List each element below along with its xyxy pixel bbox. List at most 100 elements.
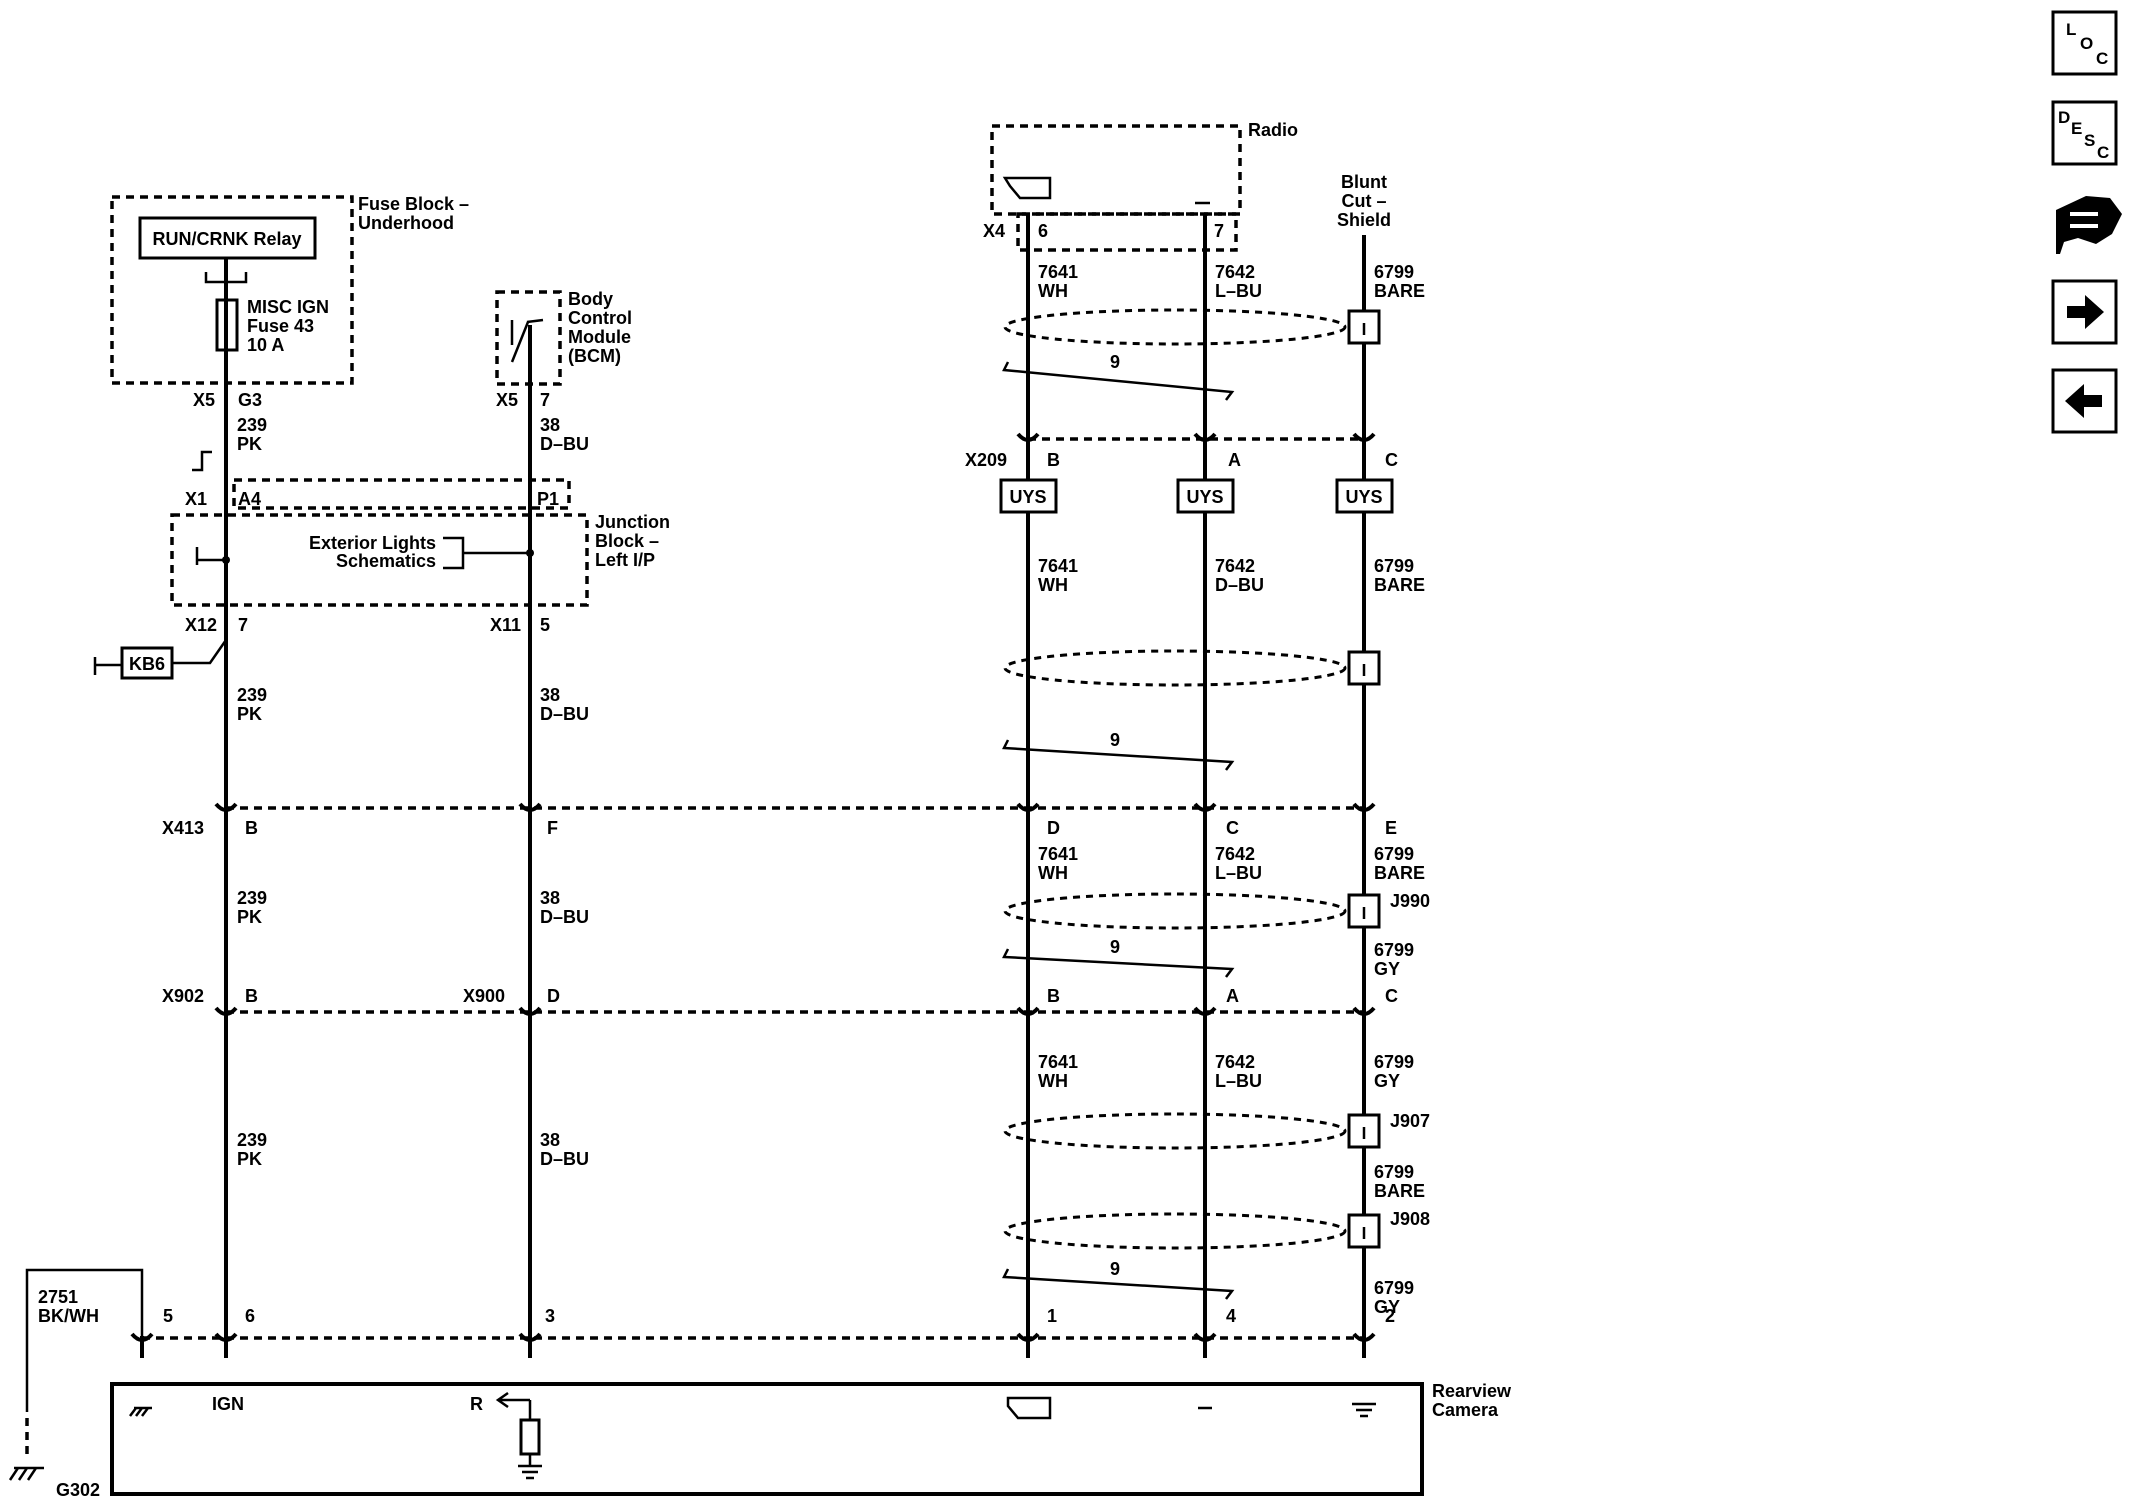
- loc-button-frame[interactable]: [2051, 10, 2118, 76]
- wire-label: 6799: [1374, 1162, 1414, 1182]
- bcm-connector-x5: X5: [496, 390, 518, 410]
- camera-pin-r: R: [470, 1394, 483, 1414]
- radio-pin-7: 7: [1214, 221, 1224, 241]
- x413-pin-e: E: [1385, 818, 1397, 838]
- fb-connector-x5: X5: [193, 390, 215, 410]
- wire-label: 239: [237, 685, 267, 705]
- wire-label: 7642: [1215, 556, 1255, 576]
- wire-label: 38: [540, 415, 560, 435]
- jb-connector-x1: X1: [185, 489, 207, 509]
- twist-marker: [1002, 948, 1235, 978]
- bcm-label-1: Body: [568, 289, 613, 309]
- connector-cavity-symbols: [214, 802, 1376, 812]
- wire-label: 38: [540, 888, 560, 908]
- camera-pin-ign: IGN: [212, 1394, 244, 1414]
- bcm-pin-7: 7: [540, 390, 550, 410]
- radio-outline: [990, 124, 1242, 216]
- kb6-label: KB6: [129, 654, 165, 674]
- desc-letter: S: [2084, 131, 2095, 150]
- wire-label: 38: [540, 1130, 560, 1150]
- connector-cavity-symbols: [214, 1006, 1376, 1016]
- wire-label: PK: [237, 434, 262, 454]
- x413-label: X413: [162, 818, 204, 838]
- uys-splices: UYS UYS UYS: [999, 478, 1394, 514]
- wire-label-2751: 2751: [38, 1287, 78, 1307]
- fuse-block-underhood: Fuse Block – Underhood RUN/CRNK Relay MI…: [110, 194, 469, 410]
- x209-pin-a: A: [1228, 450, 1241, 470]
- connector-x209: X209 B A C: [965, 432, 1398, 470]
- x900-pin-c: C: [1385, 986, 1398, 1006]
- wire-label: 7641: [1038, 1052, 1078, 1072]
- input-arrow-icon: [495, 1391, 530, 1409]
- jb-connector-x12: X12: [185, 615, 217, 635]
- jb-connector-x11: X11: [490, 615, 521, 635]
- camera-pin-2: 2: [1385, 1306, 1395, 1326]
- prev-page-button[interactable]: [2051, 368, 2118, 434]
- chassis-ground-icon: [129, 1406, 152, 1417]
- blunt-cut-label-1: Blunt: [1341, 172, 1387, 192]
- connector-cavity-symbols: [1016, 432, 1376, 442]
- jb-off-page-arrows: [192, 450, 226, 565]
- wire-label: BARE: [1374, 1181, 1425, 1201]
- uys-box: [1335, 478, 1394, 514]
- jb-x12-pin: 7: [238, 615, 248, 635]
- wire-label: 239: [237, 888, 267, 908]
- wire-labels-7642: 7642 L–BU 7642 D–BU 7642 L–BU 7642 L–BU: [1215, 262, 1264, 1091]
- twist-marker: [1002, 739, 1235, 771]
- wire-label: L–BU: [1215, 863, 1262, 883]
- radio-pin-6: 6: [1038, 221, 1048, 241]
- wire-label: 7641: [1038, 844, 1078, 864]
- wire-label: D–BU: [540, 434, 589, 454]
- wire-label: 6799: [1374, 556, 1414, 576]
- wires: [25, 214, 1366, 1455]
- nav-loc-button[interactable]: L O C: [2051, 10, 2118, 76]
- camera-label-2: Camera: [1432, 1400, 1499, 1420]
- kb6-wire: [172, 639, 228, 665]
- x413-pin-c: C: [1226, 818, 1239, 838]
- wire-label: 7642: [1215, 1052, 1255, 1072]
- twist-count: 9: [1110, 730, 1120, 750]
- radio-connector-x4: X4: [983, 221, 1005, 241]
- ext-lights-label-2: Schematics: [336, 551, 436, 571]
- desc-letter: C: [2097, 143, 2109, 162]
- connector-x902-x900: X902 B X900 D B A C: [162, 986, 1398, 1016]
- connector-cavity-symbols: [130, 1332, 1376, 1342]
- connector-x413: X413 B F D C E: [162, 802, 1397, 838]
- connector-tool-icon[interactable]: [2056, 196, 2122, 254]
- loc-letter: O: [2080, 34, 2093, 53]
- fuse-block-label-1: Fuse Block –: [358, 194, 469, 214]
- wire-label-bkwh: BK/WH: [38, 1306, 99, 1326]
- blunt-cut-label-2: Cut –: [1342, 191, 1387, 211]
- splice-j908: J908: [1390, 1209, 1430, 1229]
- wire-label: D–BU: [540, 1149, 589, 1169]
- video-signal-icon: [1002, 176, 1052, 200]
- wire-label: PK: [237, 704, 262, 724]
- resistor-ground-icon: [518, 1400, 542, 1480]
- desc-letter: D: [2058, 108, 2070, 127]
- jb-x11-pin: 5: [540, 615, 550, 635]
- camera-pin-5: 5: [163, 1306, 173, 1326]
- fuse-label-1: MISC IGN: [247, 297, 329, 317]
- wire-label: 6799: [1374, 844, 1414, 864]
- wire-label: 239: [237, 1130, 267, 1150]
- next-page-button[interactable]: [2051, 279, 2118, 345]
- fuse-block-label-2: Underhood: [358, 213, 454, 233]
- wire-label: GY: [1374, 1297, 1400, 1317]
- x900-pin-a: A: [1226, 986, 1239, 1006]
- nav-desc-button[interactable]: D E S C: [2051, 100, 2118, 166]
- camera-pin-4: 4: [1226, 1306, 1236, 1326]
- kb6-box: [120, 646, 174, 680]
- desc-button-frame[interactable]: [2051, 100, 2118, 166]
- twist-marker: [1002, 1268, 1235, 1300]
- wire-labels-38: 38 D–BU 38 D–BU 38 D–BU 38 D–BU: [540, 415, 589, 1169]
- bcm-label-4: (BCM): [568, 346, 621, 366]
- fb-pin-g3: G3: [238, 390, 262, 410]
- x413-pin-f: F: [547, 818, 558, 838]
- fuse-block-outline: [110, 195, 354, 385]
- x209-pin-b: B: [1047, 450, 1060, 470]
- shield-ellipse: [1003, 308, 1347, 346]
- jb-label-2: Block –: [595, 531, 659, 551]
- wire-label: D–BU: [540, 907, 589, 927]
- x902-pin-b: B: [245, 986, 258, 1006]
